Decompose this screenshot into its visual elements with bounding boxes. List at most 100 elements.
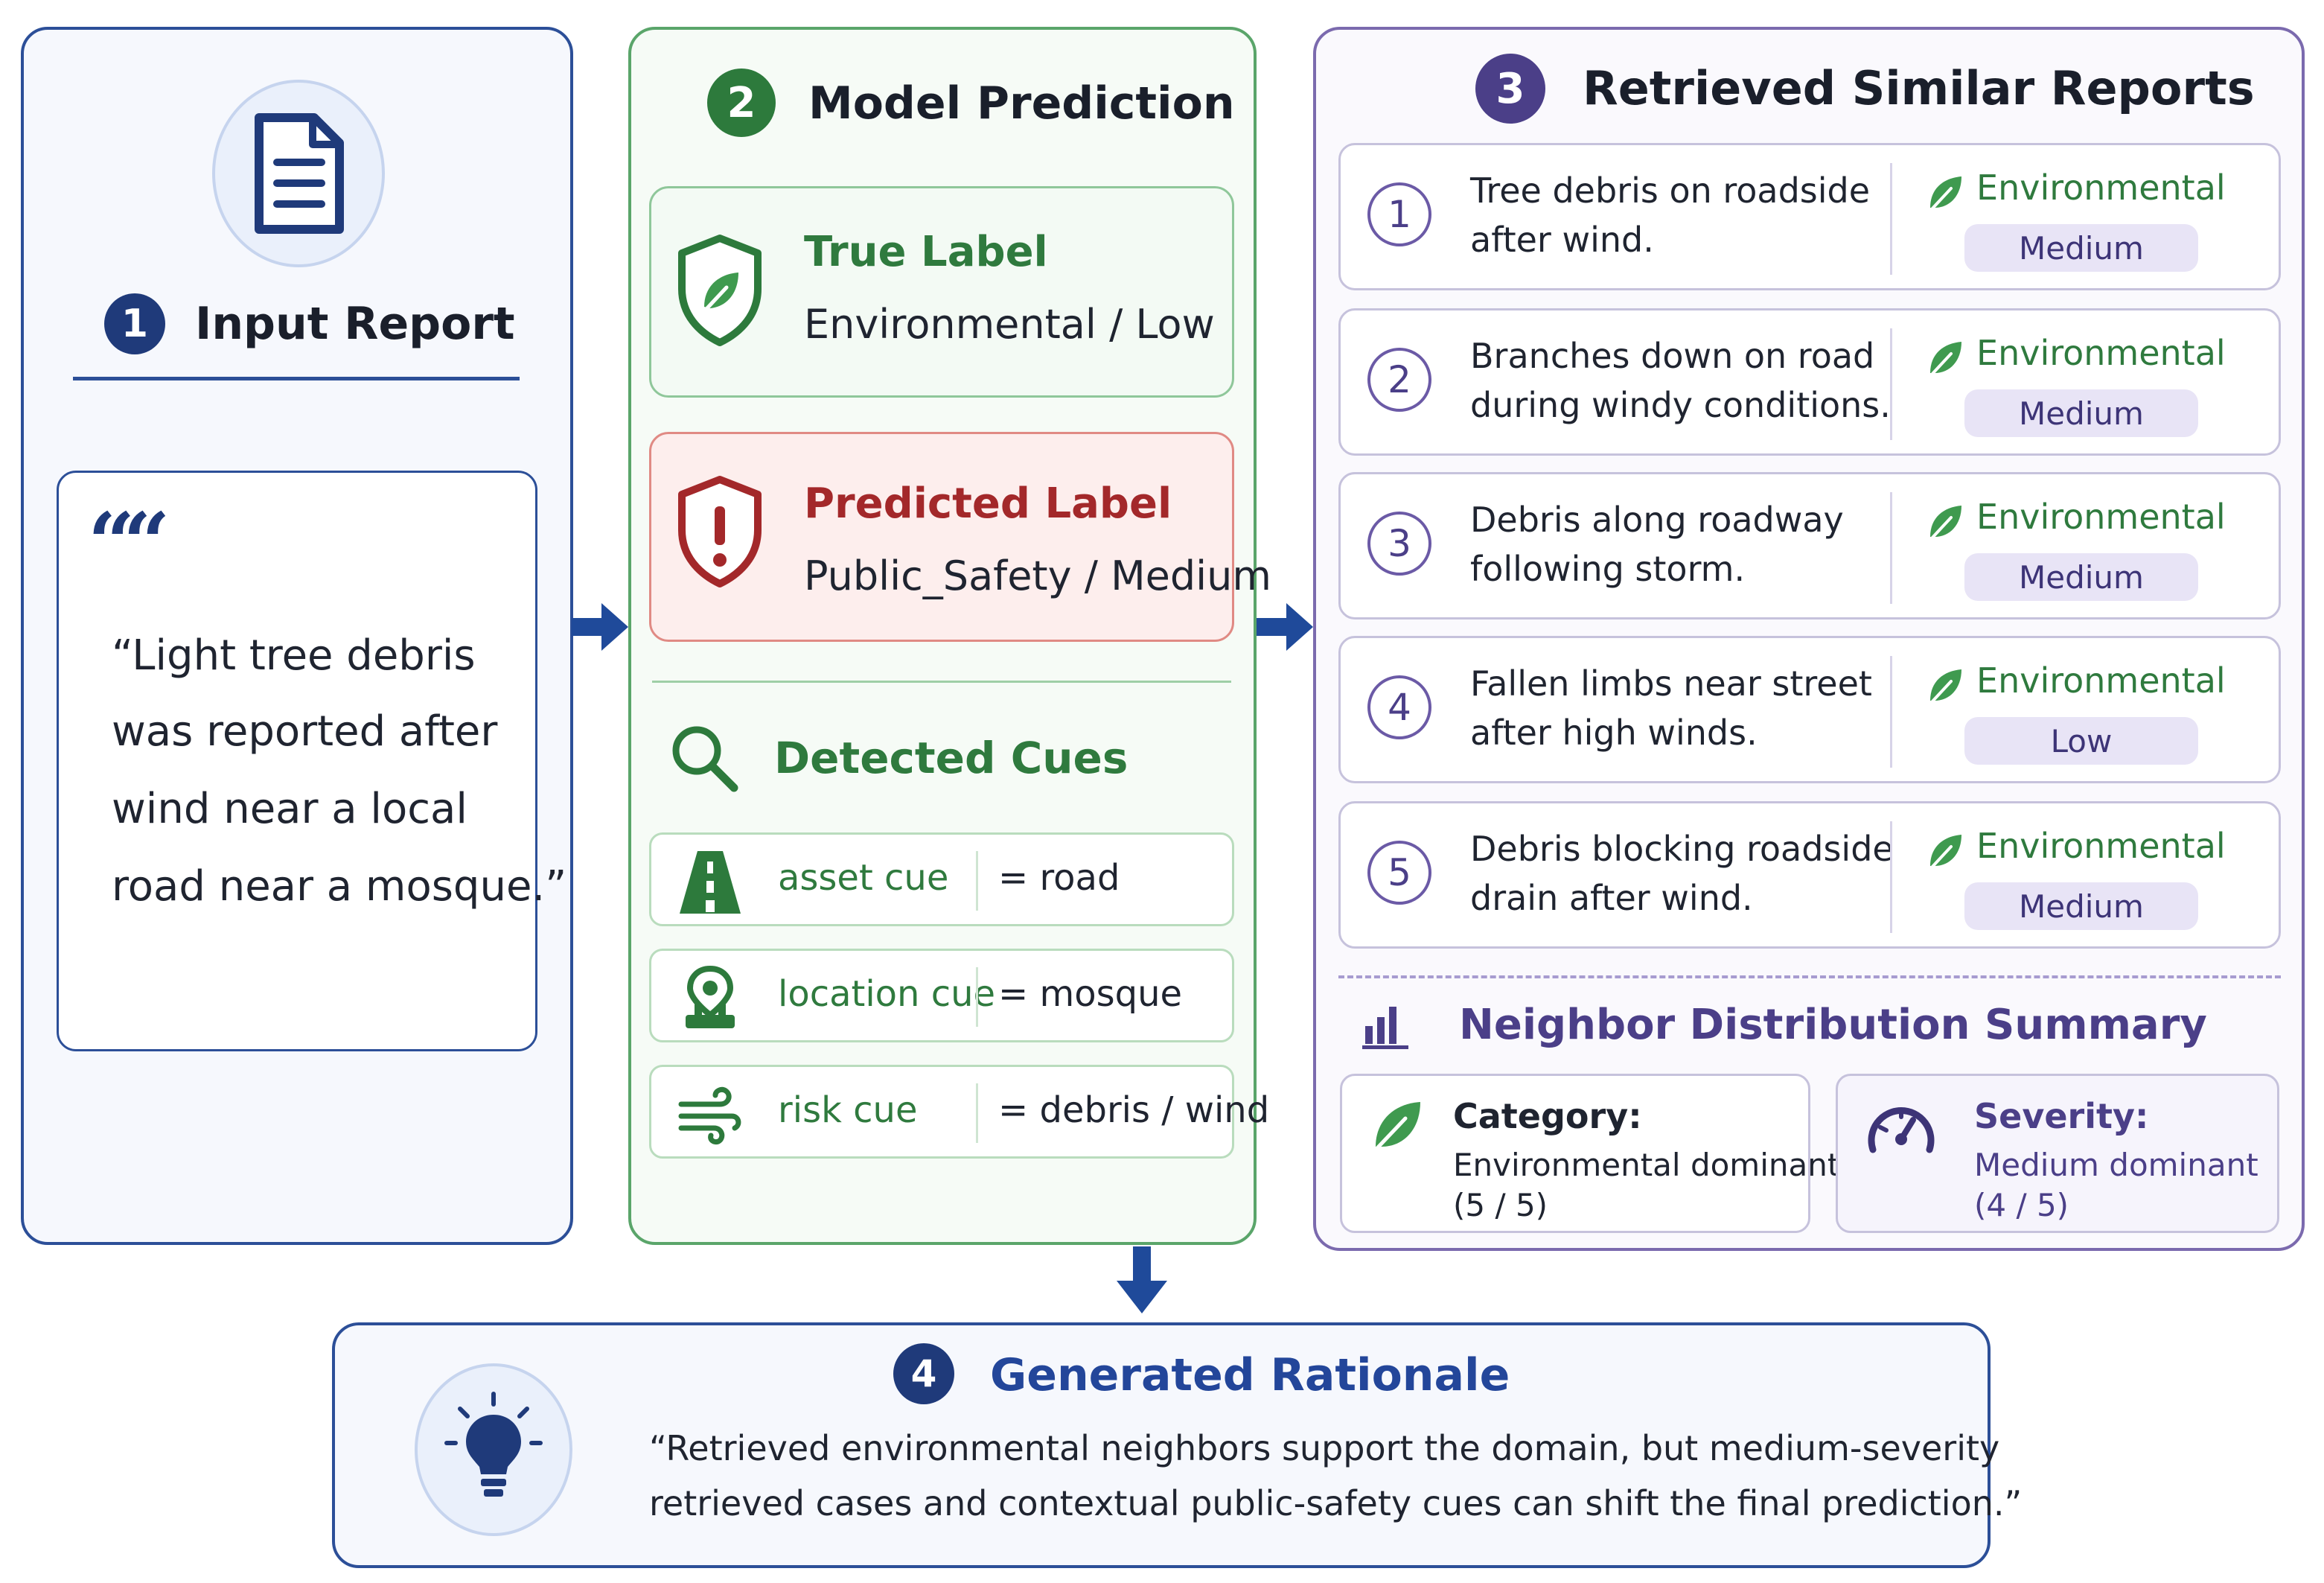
severity-badge: Low bbox=[1964, 717, 2198, 765]
report-text-line: wind near a local bbox=[112, 785, 467, 833]
detected-cues-title: Detected Cues bbox=[774, 733, 1129, 783]
report-category: Environmental bbox=[1976, 333, 2226, 373]
shield-leaf-icon bbox=[674, 234, 765, 347]
report-category: Environmental bbox=[1976, 497, 2226, 537]
cue-name: asset cue bbox=[778, 857, 949, 899]
severity-badge: Medium bbox=[1964, 553, 2198, 601]
step-badge-4: 4 bbox=[893, 1343, 954, 1404]
summary-title: Neighbor Distribution Summary bbox=[1459, 1001, 2207, 1049]
report-item: 5 Debris blocking roadside drain after w… bbox=[1338, 801, 2281, 949]
document-icon bbox=[211, 79, 386, 268]
predicted-label-heading: Predicted Label bbox=[804, 480, 1172, 528]
report-text-line: road near a mosque.” bbox=[112, 862, 567, 911]
leaf-icon bbox=[1370, 1098, 1425, 1153]
report-text: after high winds. bbox=[1470, 713, 1758, 753]
step-badge-1: 1 bbox=[104, 293, 165, 354]
rationale-text-line: “Retrieved environmental neighbors suppo… bbox=[649, 1428, 2000, 1468]
rationale-title: Generated Rationale bbox=[990, 1349, 1510, 1401]
cue-name: risk cue bbox=[778, 1089, 918, 1131]
report-item: 3 Debris along roadway following storm. … bbox=[1338, 472, 2281, 619]
report-category: Environmental bbox=[1976, 168, 2226, 208]
cue-row-asset: asset cue = road bbox=[649, 832, 1234, 926]
report-number: 1 bbox=[1367, 182, 1431, 246]
true-label-heading: True Label bbox=[804, 228, 1048, 276]
severity-summary-label: Severity: bbox=[1974, 1096, 2149, 1136]
leaf-icon bbox=[1926, 503, 1964, 541]
cue-name: location cue bbox=[778, 973, 996, 1015]
report-separator bbox=[1890, 328, 1892, 440]
report-separator bbox=[1890, 821, 1892, 933]
section-divider bbox=[652, 681, 1231, 683]
predicted-label-value: Public_Safety / Medium bbox=[804, 552, 1271, 599]
report-item: 4 Fallen limbs near street after high wi… bbox=[1338, 636, 2281, 783]
retrieved-title: Retrieved Similar Reports bbox=[1583, 61, 2255, 115]
report-text: Branches down on road bbox=[1470, 336, 1875, 376]
title-underline bbox=[73, 377, 520, 380]
map-pin-icon bbox=[675, 963, 745, 1033]
step-badge-2: 2 bbox=[707, 69, 776, 137]
step-badge-3: 3 bbox=[1475, 54, 1545, 124]
report-text-line: was reported after bbox=[112, 707, 498, 756]
input-report-title: Input Report bbox=[195, 298, 515, 350]
severity-badge: Medium bbox=[1964, 882, 2198, 930]
report-category: Environmental bbox=[1976, 660, 2226, 701]
model-prediction-title: Model Prediction bbox=[808, 77, 1235, 130]
report-number: 5 bbox=[1367, 841, 1431, 905]
report-text: drain after wind. bbox=[1470, 878, 1753, 918]
gauge-icon bbox=[1864, 1098, 1938, 1157]
road-icon bbox=[675, 847, 745, 917]
report-separator bbox=[1890, 163, 1892, 275]
leaf-icon bbox=[1926, 339, 1964, 378]
cue-row-risk: risk cue = debris / wind bbox=[649, 1065, 1269, 1159]
report-separator bbox=[1890, 656, 1892, 768]
true-label-value: Environmental / Low bbox=[804, 301, 1215, 348]
cue-separator bbox=[976, 851, 978, 911]
report-text: Debris along roadway bbox=[1470, 500, 1844, 540]
quote-mark-icon: ““ bbox=[88, 494, 170, 590]
bar-chart-icon bbox=[1359, 998, 1413, 1051]
report-text: during windy conditions. bbox=[1470, 385, 1891, 425]
leaf-icon bbox=[1926, 666, 1964, 705]
severity-summary-card bbox=[1836, 1074, 2279, 1233]
severity-badge: Medium bbox=[1964, 389, 2198, 437]
severity-summary-count: (4 / 5) bbox=[1974, 1187, 2069, 1223]
report-text: Tree debris on roadside bbox=[1470, 171, 1871, 211]
report-number: 2 bbox=[1367, 348, 1431, 412]
report-text: after wind. bbox=[1470, 220, 1654, 260]
category-summary-count: (5 / 5) bbox=[1453, 1187, 1548, 1223]
severity-badge: Medium bbox=[1964, 224, 2198, 272]
search-icon bbox=[668, 722, 740, 794]
cue-value: = debris / wind bbox=[998, 1089, 1270, 1131]
report-text: Fallen limbs near street bbox=[1470, 663, 1872, 704]
report-text: Debris blocking roadside bbox=[1470, 829, 1894, 869]
report-item: 2 Branches down on road during windy con… bbox=[1338, 308, 2281, 456]
report-item: 1 Tree debris on roadside after wind. En… bbox=[1338, 143, 2281, 290]
dashed-divider bbox=[1338, 975, 2281, 978]
cue-separator bbox=[976, 967, 978, 1027]
rationale-panel bbox=[332, 1322, 1991, 1568]
wind-icon bbox=[675, 1079, 745, 1149]
report-number: 4 bbox=[1367, 675, 1431, 739]
category-summary-text: Environmental dominant bbox=[1453, 1147, 1840, 1183]
leaf-icon bbox=[1926, 173, 1964, 212]
severity-summary-text: Medium dominant bbox=[1974, 1147, 2258, 1183]
lightbulb-icon bbox=[414, 1363, 573, 1537]
cue-value: = mosque bbox=[998, 973, 1183, 1015]
report-text-line: “Light tree debris bbox=[112, 631, 476, 680]
flow-arrow-down bbox=[1115, 1245, 1169, 1318]
rationale-text-line: retrieved cases and contextual public-sa… bbox=[649, 1483, 2023, 1523]
shield-alert-icon bbox=[674, 475, 765, 588]
report-text: following storm. bbox=[1470, 549, 1746, 589]
flow-arrow-right bbox=[1255, 600, 1315, 657]
cue-row-location: location cue = mosque bbox=[649, 949, 1234, 1042]
category-summary-label: Category: bbox=[1453, 1096, 1642, 1136]
leaf-icon bbox=[1926, 832, 1964, 870]
cue-separator bbox=[976, 1083, 978, 1143]
flow-arrow-right bbox=[570, 600, 630, 657]
report-number: 3 bbox=[1367, 512, 1431, 576]
report-separator bbox=[1890, 492, 1892, 604]
report-category: Environmental bbox=[1976, 826, 2226, 866]
category-summary-card bbox=[1340, 1074, 1810, 1233]
report-quote-box bbox=[57, 471, 537, 1051]
cue-value: = road bbox=[998, 857, 1120, 899]
